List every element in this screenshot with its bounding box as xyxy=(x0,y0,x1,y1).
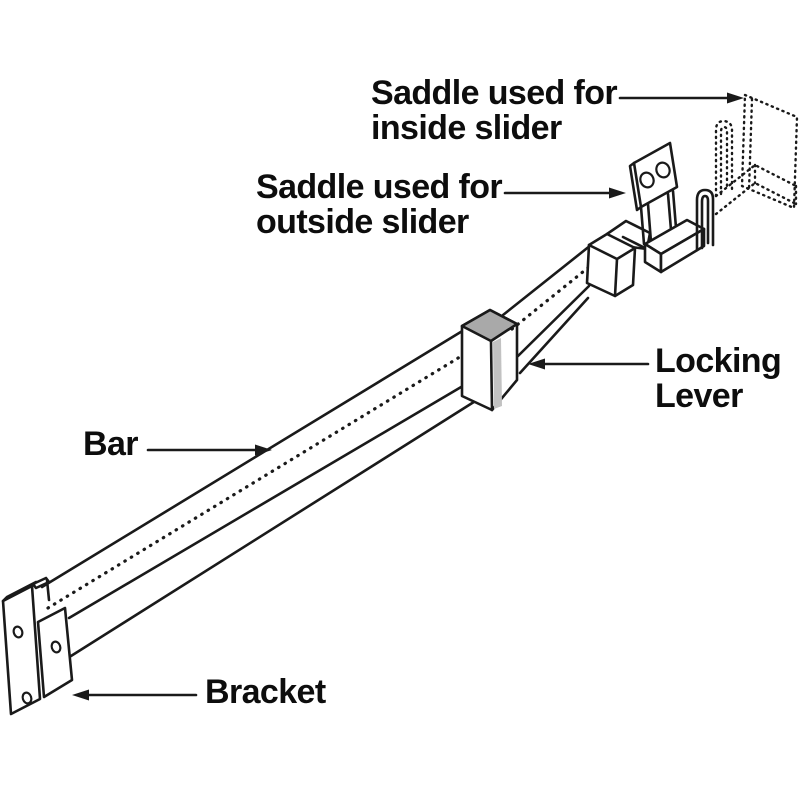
callout-arrows xyxy=(72,92,744,701)
locking-lever-illustration xyxy=(460,308,519,412)
arrow-to-bracket xyxy=(72,689,198,701)
label-bracket-line1: Bracket xyxy=(205,673,326,711)
label-outside-saddle-line1: Saddle used for xyxy=(256,168,503,206)
arrow-to-outside-saddle xyxy=(503,187,626,199)
label-bar: Bar xyxy=(83,425,139,463)
label-outside-saddle: Saddle used for outside slider xyxy=(256,168,503,241)
label-locking-lever-line2: Lever xyxy=(655,377,743,415)
label-bracket: Bracket xyxy=(205,675,326,710)
inside-saddle-illustration xyxy=(714,93,799,216)
bar-lower-tube xyxy=(40,328,479,658)
label-outside-saddle-line2: outside slider xyxy=(256,203,469,241)
bar-end-collar xyxy=(585,219,652,298)
bar-adjustment-holes xyxy=(46,350,470,610)
arrow-to-bar xyxy=(146,444,272,456)
arrow-to-inside-saddle xyxy=(618,92,744,104)
label-bar-line1: Bar xyxy=(83,425,139,463)
label-inside-saddle: Saddle used for inside slider xyxy=(371,74,618,147)
label-inside-saddle-line2: inside slider xyxy=(371,109,562,147)
label-locking-lever-line1: Locking xyxy=(655,342,782,380)
outside-saddle-illustration xyxy=(628,141,715,274)
arrow-to-locking-lever xyxy=(528,358,650,370)
label-inside-saddle-line1: Saddle used for xyxy=(371,74,618,112)
bracket-illustration xyxy=(1,576,74,716)
label-locking-lever: Locking Lever xyxy=(655,342,782,415)
bar-upper-tube xyxy=(501,243,593,375)
